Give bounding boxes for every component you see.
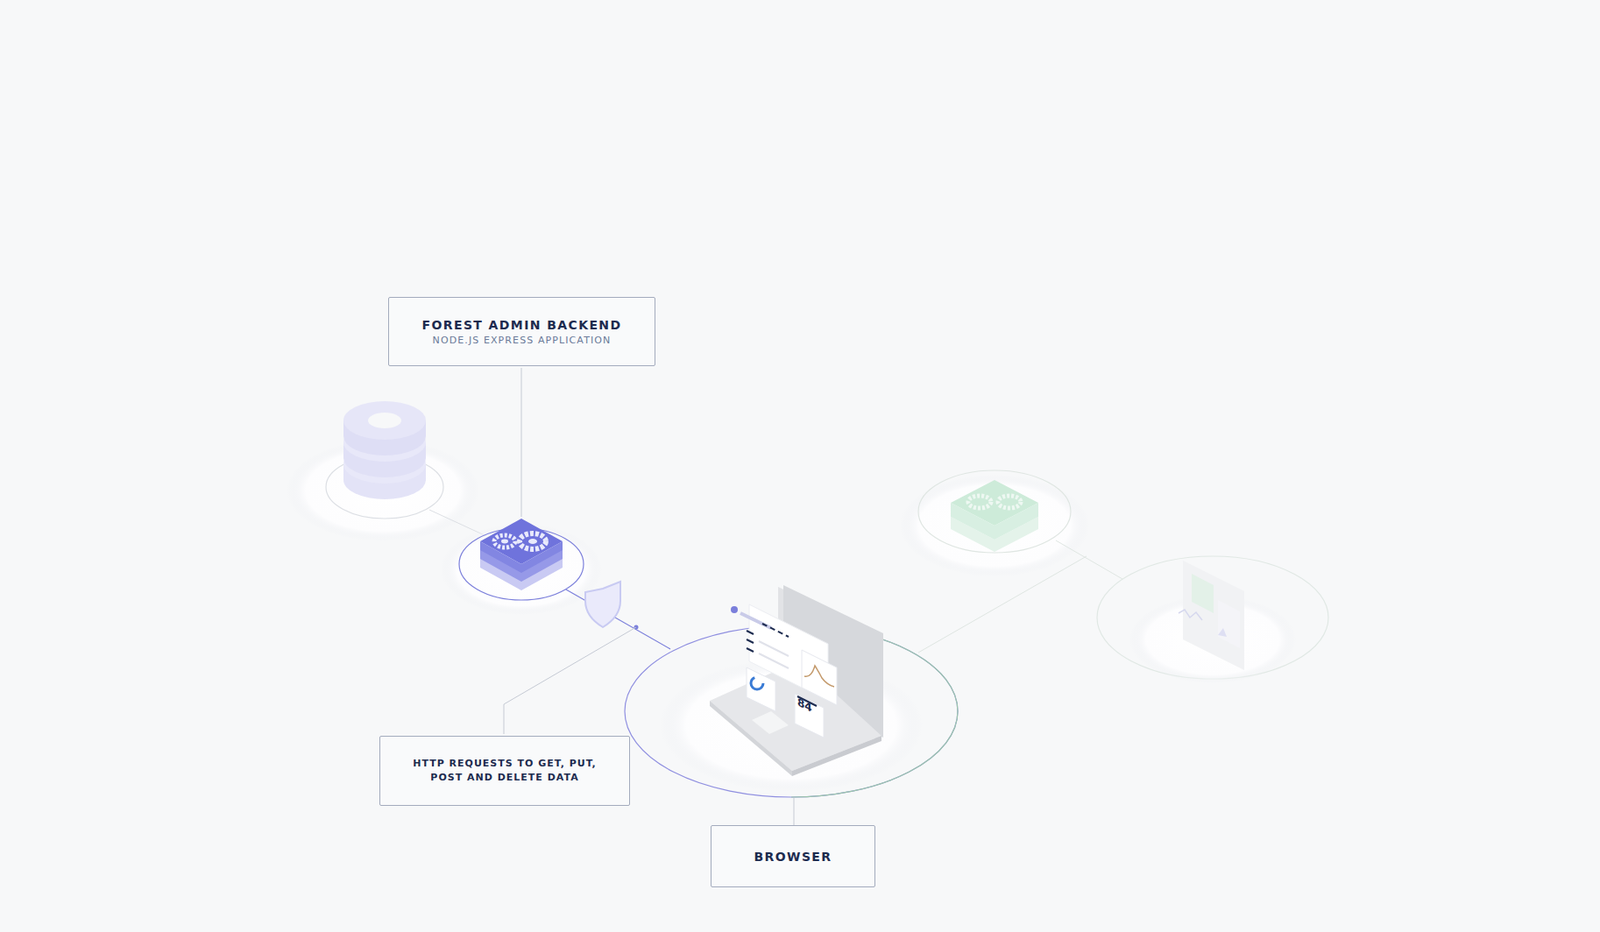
dashboard-icon-faded xyxy=(1097,556,1329,684)
database-icon xyxy=(286,401,480,542)
backend-gears-icon xyxy=(440,518,602,616)
gears-icon-faded xyxy=(899,470,1090,577)
laptop-icon xyxy=(624,585,958,798)
http-callout-box: HTTP REQUESTS TO GET, PUT, POST AND DELE… xyxy=(379,736,631,807)
browser-callout-box: BROWSER xyxy=(710,825,876,888)
box-subtitle: NODE.JS EXPRESS APPLICATION xyxy=(432,334,612,347)
backend-callout-box: FOREST ADMIN BACKENDNODE.JS EXPRESS APPL… xyxy=(388,297,656,367)
box-title: HTTP REQUESTS TO GET, PUT, POST AND DELE… xyxy=(395,757,615,786)
shield-icon xyxy=(585,581,621,628)
box-title: BROWSER xyxy=(753,849,832,864)
box-title: FOREST ADMIN BACKEND xyxy=(421,318,622,333)
